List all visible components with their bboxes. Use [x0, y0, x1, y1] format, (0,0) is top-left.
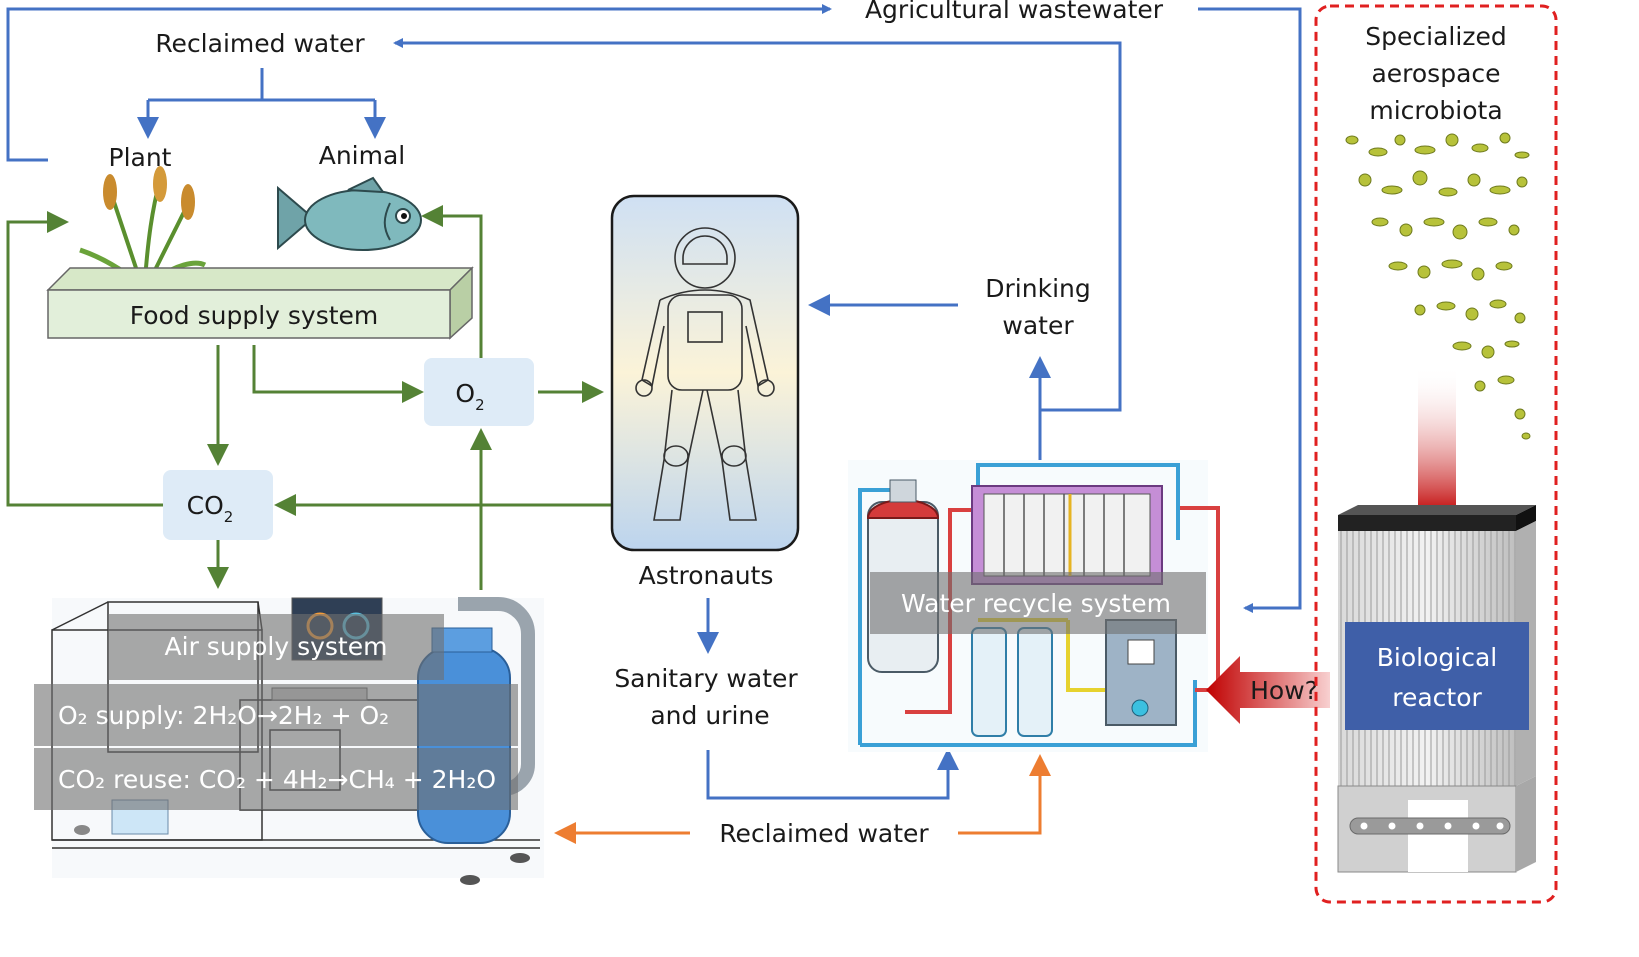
reclaimed-water-bottom-label: Reclaimed water — [719, 819, 929, 848]
food-supply-system-label: Food supply system — [130, 301, 379, 330]
fish-icon — [277, 176, 422, 251]
water-recycle-system-label: Water recycle system — [901, 589, 1171, 618]
astronaut-icon — [610, 194, 800, 552]
o2-label: O — [455, 379, 475, 408]
bioreactor-icon: Biological reactor — [1337, 505, 1536, 873]
agricultural-wastewater-label: Agricultural wastewater — [865, 0, 1164, 24]
sanitary-water-label-line2: and urine — [650, 701, 769, 730]
plant-label: Plant — [109, 143, 172, 172]
svg-text:CO2: CO2 — [187, 491, 234, 526]
microbiota-label-line1: Specialized — [1365, 22, 1506, 51]
microbes-icon — [1345, 132, 1531, 440]
co2-subscript: 2 — [224, 508, 234, 526]
co2-reuse-equation: CO₂ reuse: CO₂ + 4H₂→CH₄ + 2H₂O — [58, 765, 496, 794]
co2-label: CO — [187, 491, 224, 520]
o2-subscript: 2 — [475, 396, 485, 414]
bio-reactor-label-line2: reactor — [1392, 683, 1482, 712]
air-supply-system-label: Air supply system — [165, 632, 388, 661]
microbiota-label-line2: aerospace — [1371, 59, 1500, 88]
microbiota-label-line3: microbiota — [1369, 96, 1502, 125]
wheat-icon — [79, 166, 207, 283]
microbiota-panel: Specialized aerospace microbiota — [1314, 4, 1558, 904]
drinking-water-label-line1: Drinking — [985, 274, 1090, 303]
animal-label: Animal — [319, 141, 406, 170]
gas-flow-lines — [6, 205, 612, 590]
air-supply-overlays: Air supply system O₂ supply: 2H₂O→2H₂ + … — [34, 614, 518, 810]
drinking-water-label-line2: water — [1002, 311, 1074, 340]
water-recycle-overlay: Water recycle system — [870, 572, 1206, 634]
reclaimed-water-top-label: Reclaimed water — [155, 29, 365, 58]
svg-text:O2: O2 — [455, 379, 484, 414]
o2-supply-equation: O₂ supply: 2H₂O→2H₂ + O₂ — [58, 701, 389, 730]
astronauts-label: Astronauts — [639, 561, 774, 590]
bio-reactor-label-line1: Biological — [1377, 643, 1497, 672]
o2-box: O2 — [424, 358, 534, 426]
sanitary-water-label-line1: Sanitary water — [614, 664, 798, 693]
food-supply-system-box: Food supply system — [46, 266, 474, 340]
how-label: How? — [1250, 676, 1318, 705]
reclaimed-flow-lines — [554, 754, 1051, 844]
how-arrow: How? — [1206, 656, 1330, 724]
water-flow-lines — [6, 4, 1302, 800]
co2-box: CO2 — [163, 470, 273, 540]
